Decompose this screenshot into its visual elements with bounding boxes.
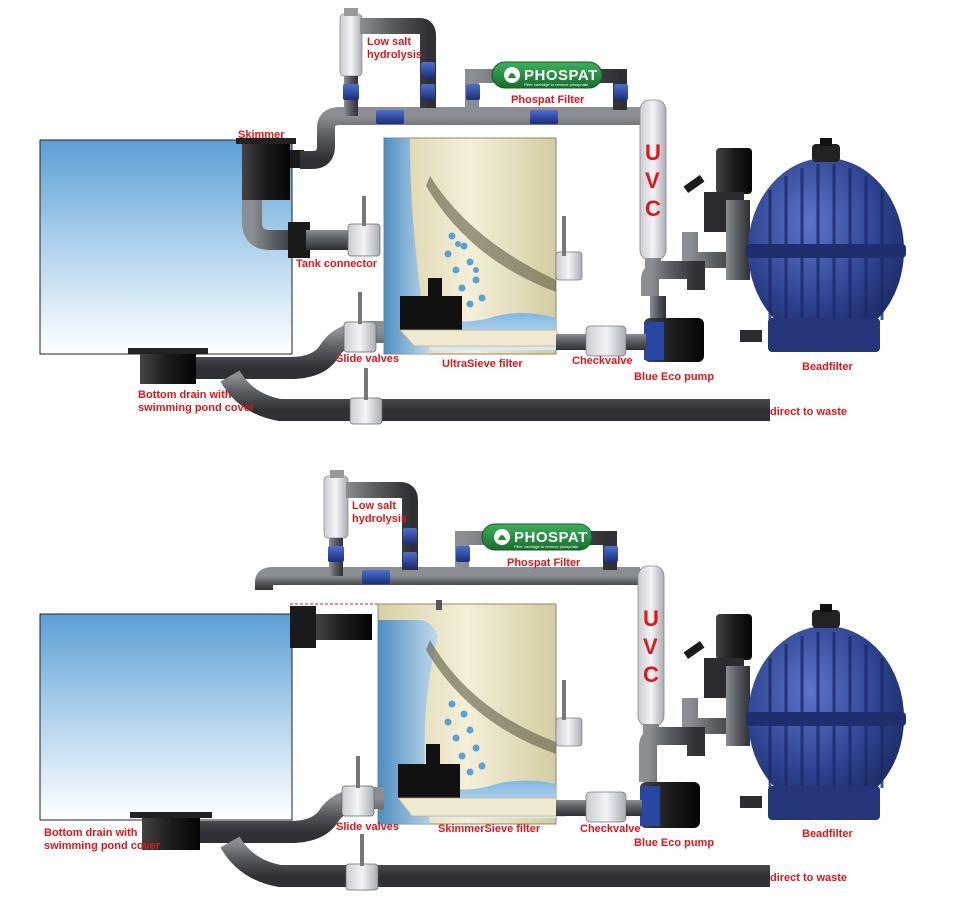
- checkvalve: [585, 325, 627, 357]
- multiport-valve: [716, 614, 752, 660]
- phospat-logo-tagline: Filter cartridge to remove phosphate: [514, 544, 579, 549]
- label-pump: Blue Eco pump: [634, 371, 714, 383]
- phospat-filter: [481, 523, 593, 551]
- label-phospat-filter: Phospat Filter: [507, 557, 581, 569]
- water-droplets: [444, 232, 486, 308]
- label-bottom-drain-line1: Bottom drain with: [138, 389, 232, 401]
- label-pump: Blue Eco pump: [634, 837, 714, 849]
- uvc-letter-v: V: [645, 168, 660, 193]
- tank-connector: [288, 222, 310, 258]
- diagram-ultrasieve: PHOSPAT Filter cartridge to remove phosp…: [39, 8, 906, 425]
- phospat-logo-text: PHOSPAT: [524, 67, 598, 84]
- label-waste: direct to waste: [770, 406, 847, 418]
- uvc-letter-v: V: [643, 634, 658, 659]
- label-slide-valves: Slide valves: [336, 821, 399, 833]
- uvc-letter-u: U: [643, 606, 659, 631]
- label-filter: SkimmerSieve filter: [438, 823, 541, 835]
- label-phospat-filter: Phospat Filter: [511, 94, 585, 106]
- diagram-skimmersieve: PHOSPAT Filter cartridge to remove phosp…: [39, 470, 906, 891]
- label-low-salt-line1: Low salt: [352, 500, 396, 512]
- label-bottom-drain-line1: Bottom drain with: [44, 827, 138, 839]
- phospat-logo-tagline: Filter cartridge to remove phosphate: [524, 82, 589, 87]
- uvc-letter-c: C: [643, 662, 659, 687]
- bottom-drain: [142, 816, 200, 850]
- label-checkvalve: Checkvalve: [580, 823, 641, 835]
- label-waste: direct to waste: [770, 872, 847, 884]
- label-low-salt-line2: hydrolysis: [352, 513, 407, 525]
- label-bottom-drain-line2: swimming pond cover: [44, 840, 161, 852]
- label-checkvalve: Checkvalve: [572, 355, 633, 367]
- tank-connector: [290, 606, 316, 648]
- checkvalve: [585, 791, 627, 823]
- pond: [39, 613, 293, 821]
- label-low-salt-line1: Low salt: [367, 36, 411, 48]
- phospat-logo-text: PHOSPAT: [514, 529, 588, 546]
- phospat-filter: [491, 61, 603, 89]
- label-skimmer: Skimmer: [238, 129, 285, 141]
- label-beadfilter: Beadfilter: [802, 361, 853, 373]
- low-salt-hydrolysis-cell: [339, 13, 363, 77]
- label-filter: UltraSieve filter: [442, 358, 523, 370]
- water-droplets: [444, 700, 486, 776]
- multiport-valve: [716, 148, 752, 194]
- label-bottom-drain-line2: swimming pond cover: [138, 402, 255, 414]
- label-low-salt-line2: hydrolysis: [367, 49, 422, 61]
- uvc-letter-u: U: [645, 140, 661, 165]
- skimmer: [242, 140, 290, 200]
- label-slide-valves: Slide valves: [336, 353, 399, 365]
- low-salt-hydrolysis-cell: [323, 475, 349, 539]
- label-tank-connector: Tank connector: [296, 258, 378, 270]
- label-beadfilter: Beadfilter: [802, 828, 853, 840]
- uvc-letter-c: C: [645, 196, 661, 221]
- bottom-drain: [140, 352, 196, 384]
